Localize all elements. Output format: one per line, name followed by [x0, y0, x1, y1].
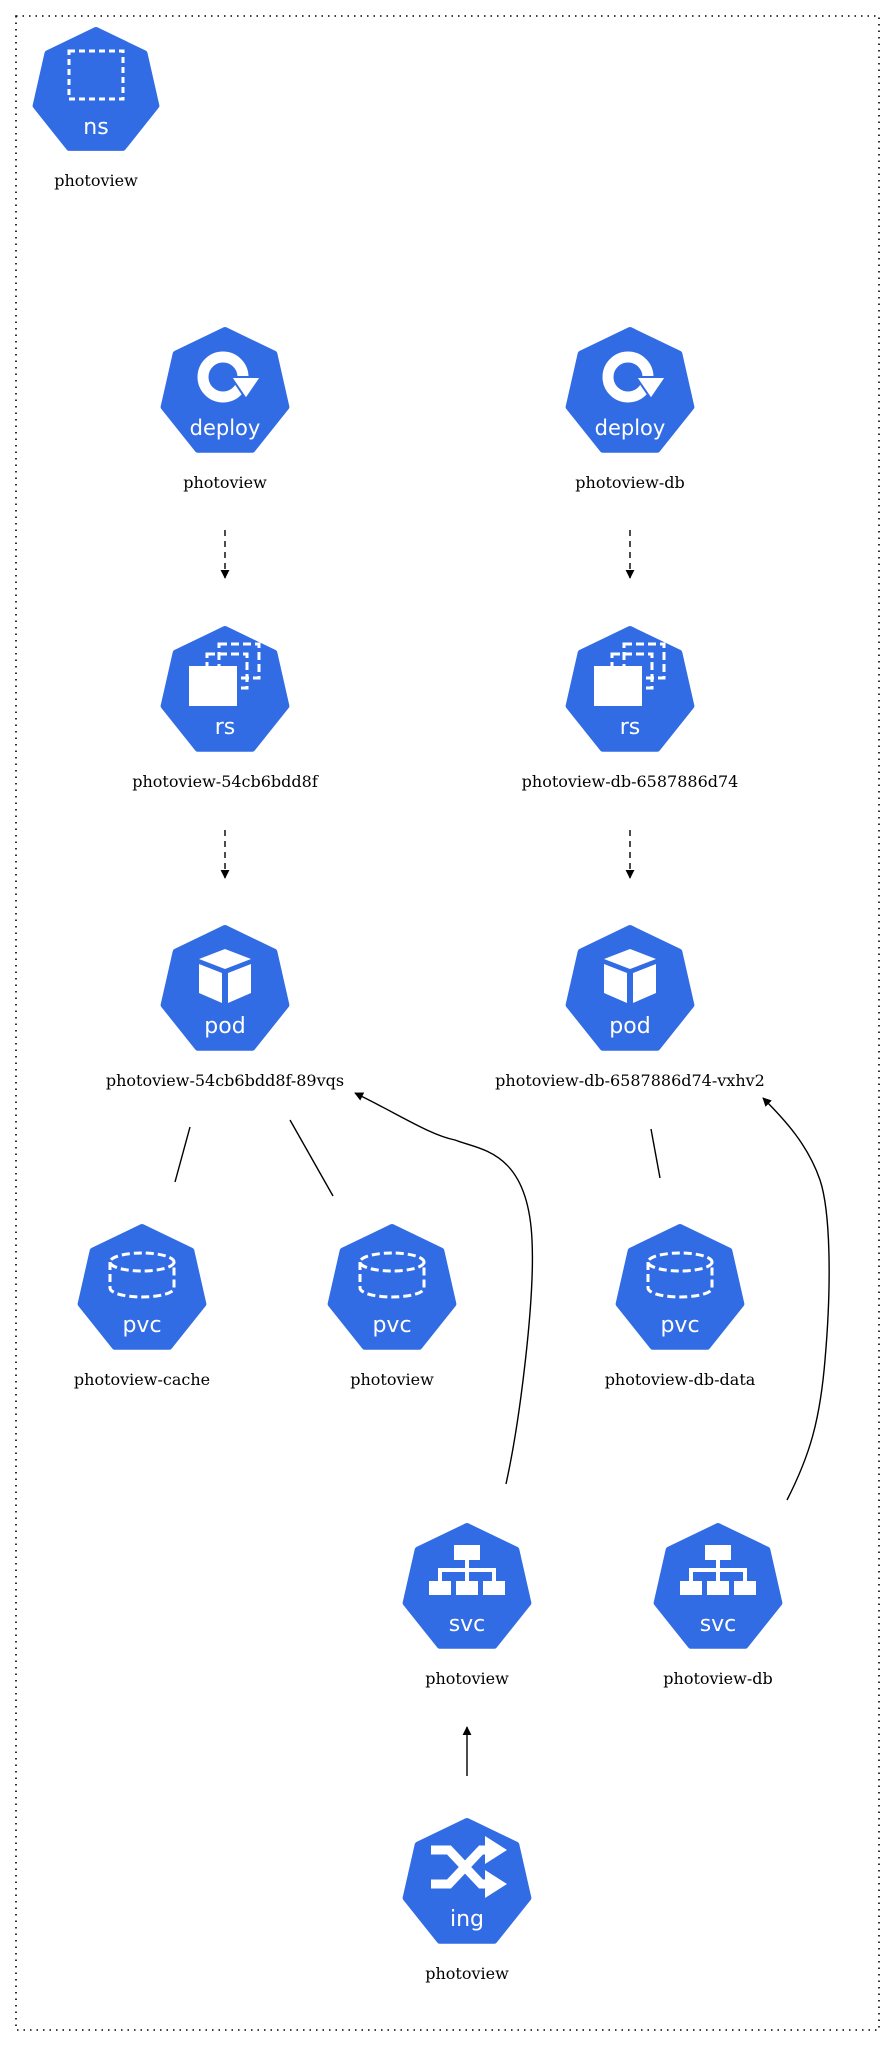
- node-pod-photoview: pod photoview-54cb6bdd8f-89vqs: [106, 925, 344, 1090]
- edge-pod-db-to-pvc-db-data: [650, 1128, 661, 1179]
- node-svc-photoview-db: svc photoview-db: [653, 1523, 783, 1688]
- node-kind-label: deploy: [190, 416, 261, 440]
- node-kind-label: svc: [700, 1612, 737, 1637]
- edge-svc-photoview-to-pod: [354, 1092, 534, 1485]
- node-kind-label: pvc: [122, 1313, 161, 1338]
- node-pvc-photoview: pvc photoview: [327, 1224, 457, 1389]
- node-name-label: photoview-db-6587886d74-vxhv2: [495, 1071, 765, 1090]
- service-icon: [653, 1523, 783, 1649]
- node-deploy-photoview: deploy photoview: [160, 327, 290, 492]
- node-name-label: photoview: [183, 473, 267, 492]
- service-icon: [402, 1523, 532, 1649]
- namespace-icon: [32, 27, 160, 151]
- nodes: ns photoview deploy photoview deploy photovie…: [32, 27, 783, 1983]
- pvc-icon: [77, 1224, 207, 1350]
- node-pvc-db-data: pvc photoview-db-data: [605, 1224, 756, 1389]
- node-kind-label: deploy: [595, 416, 666, 440]
- node-name-label: photoview-db-6587886d74: [522, 772, 739, 791]
- node-rs-photoview-db: rs photoview-db-6587886d74: [522, 626, 739, 791]
- node-name-label: photoview-cache: [74, 1370, 210, 1389]
- node-rs-photoview: rs photoview-54cb6bdd8f: [132, 626, 319, 791]
- node-name-label: photoview-54cb6bdd8f-89vqs: [106, 1071, 344, 1090]
- node-name-label: photoview-db-data: [605, 1370, 756, 1389]
- node-name-label: photoview: [350, 1370, 434, 1389]
- node-deploy-photoview-db: deploy photoview-db: [565, 327, 695, 492]
- node-kind-label: svc: [449, 1612, 486, 1637]
- pod-icon: [160, 925, 290, 1051]
- deployment-icon: [160, 327, 290, 453]
- namespace-cluster-border: [15, 15, 880, 2031]
- node-pod-photoview-db: pod photoview-db-6587886d74-vxhv2: [495, 925, 765, 1090]
- node-name-label: photoview-db: [663, 1669, 772, 1688]
- node-kind-label: rs: [620, 715, 641, 740]
- pod-icon: [565, 925, 695, 1051]
- node-name-label: photoview-54cb6bdd8f: [132, 772, 319, 791]
- edge-svc-photoview-db-to-pod: [762, 1097, 830, 1501]
- node-kind-label: pvc: [660, 1313, 699, 1338]
- node-pvc-cache: pvc photoview-cache: [74, 1224, 210, 1389]
- node-kind-label: pod: [609, 1014, 650, 1039]
- node-name-label: photoview: [425, 1964, 509, 1983]
- edge-pod-to-pvc-photoview: [289, 1119, 334, 1197]
- node-name-label: photoview: [425, 1669, 509, 1688]
- edges: [174, 530, 830, 1776]
- node-name-label: photoview-db: [575, 473, 684, 492]
- node-kind-label: rs: [215, 715, 236, 740]
- pvc-icon: [327, 1224, 457, 1350]
- replicaset-icon: [160, 626, 290, 752]
- node-svc-photoview: svc photoview: [402, 1523, 532, 1688]
- node-kind-label: ns: [83, 115, 108, 140]
- node-ing-photoview: ing photoview: [402, 1818, 532, 1983]
- node-kind-label: ing: [450, 1907, 484, 1932]
- node-name-label: photoview: [54, 171, 138, 190]
- node-namespace: ns photoview: [32, 27, 160, 190]
- node-kind-label: pod: [204, 1014, 245, 1039]
- ingress-icon: [402, 1818, 532, 1944]
- pvc-icon: [615, 1224, 745, 1350]
- deployment-icon: [565, 327, 695, 453]
- node-kind-label: pvc: [372, 1313, 411, 1338]
- edge-pod-to-pvc-cache: [174, 1126, 191, 1183]
- replicaset-icon: [565, 626, 695, 752]
